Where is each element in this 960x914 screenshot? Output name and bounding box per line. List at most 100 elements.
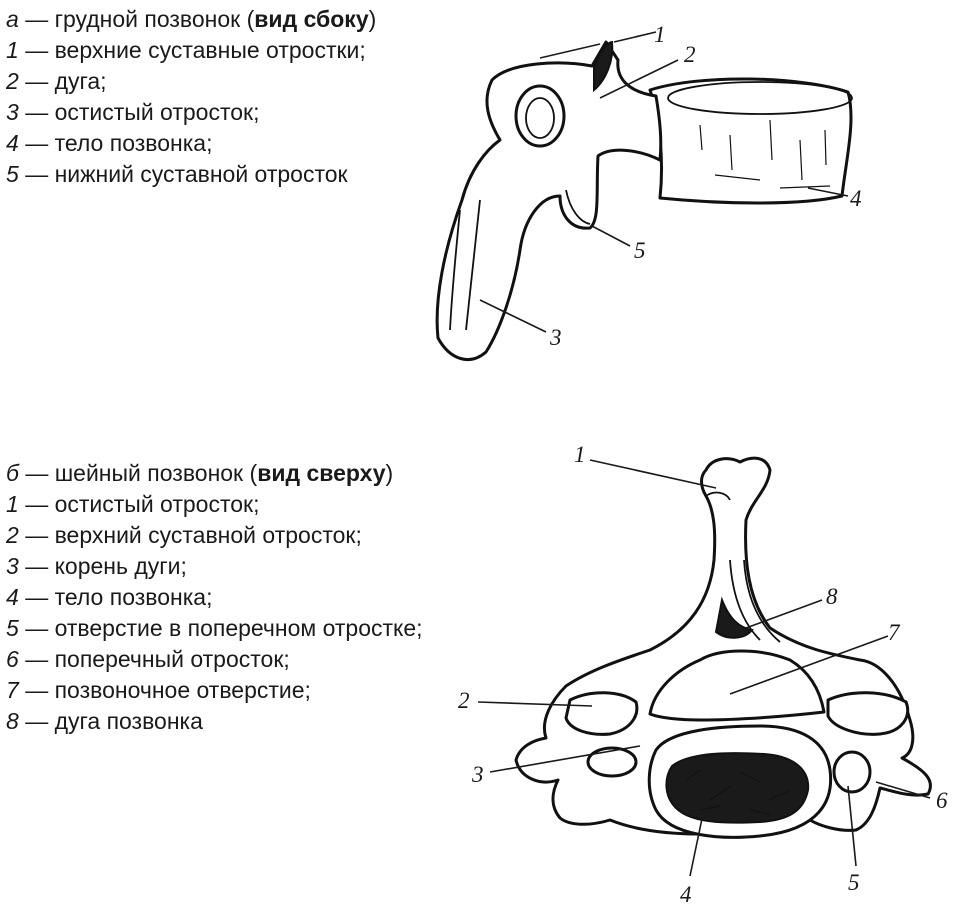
vertebral-arch: [435, 40, 663, 361]
superior-articular-process-right: [826, 691, 910, 736]
legend-item-text: остистый отросток;: [54, 491, 260, 517]
superior-articular-process-left: [564, 691, 639, 736]
leader-line: [489, 745, 641, 773]
callout-b-4: 4: [680, 882, 692, 907]
legend-item: 4 — тело позвонка;: [6, 128, 376, 159]
legend-item-text: верхние суставные отростки;: [54, 37, 366, 63]
legend-item: 3 — остистый отросток;: [6, 97, 376, 128]
vertebral-body-cancellous: [665, 752, 810, 824]
superior-articular-facet: [593, 40, 614, 93]
leader-line: [745, 599, 823, 629]
legend-item-text: позвоночное отверстие;: [54, 677, 311, 703]
legend-dash: —: [25, 646, 49, 672]
legend-dash: —: [25, 615, 49, 641]
legend-dash: —: [25, 522, 49, 548]
legend-item-num: 4: [6, 130, 19, 156]
legend-item: 7 — позвоночное отверстие;: [6, 675, 423, 706]
callout-a-5: 5: [634, 238, 646, 263]
legend-view: вид сверху: [257, 460, 386, 486]
legend-title-cervical: б — шейный позвонок (вид сверху): [6, 458, 423, 489]
legend-item-text: нижний суставной отросток: [54, 161, 348, 187]
legend-item: 8 — дуга позвонка: [6, 706, 423, 737]
legend-item-num: 2: [6, 68, 19, 94]
legend-cervical: б — шейный позвонок (вид сверху) 1 — ост…: [6, 458, 423, 737]
legend-paren-open: (: [249, 460, 258, 486]
callout-a-2: 2: [684, 42, 696, 67]
legend-item-text: дуга;: [54, 68, 107, 94]
callout-b-5: 5: [848, 870, 860, 895]
legend-item-text: поперечный отросток;: [54, 646, 290, 672]
legend-item-num: 2: [6, 522, 19, 548]
legend-thoracic: а — грудной позвонок (вид сбоку) 1 — вер…: [6, 4, 376, 190]
legend-item-text: дуга позвонка: [54, 708, 203, 734]
leader-line: [479, 299, 547, 333]
callout-b-1: 1: [574, 442, 586, 467]
spinous-process-tip: [705, 491, 731, 501]
legend-item-num: 1: [6, 37, 19, 63]
legend-item: 4 — тело позвонка;: [6, 582, 423, 613]
legend-title-thoracic: а — грудной позвонок (вид сбоку): [6, 4, 376, 35]
callout-a-1: 1: [654, 22, 666, 47]
legend-item: 1 — верхние суставные отростки;: [6, 35, 376, 66]
legend-item-num: 3: [6, 553, 19, 579]
legend-dash: —: [25, 37, 49, 63]
legend-item: 2 — дуга;: [6, 66, 376, 97]
leader-line: [729, 635, 889, 695]
leader-line: [539, 43, 601, 59]
legend-item-text: корень дуги;: [54, 553, 187, 579]
legend-dash: —: [25, 460, 49, 486]
legend-dash: —: [25, 6, 49, 32]
inferior-process-contour: [565, 189, 591, 225]
callout-b-2: 2: [458, 688, 470, 713]
legend-dash: —: [25, 553, 49, 579]
legend-dash: —: [25, 491, 49, 517]
thoracic-vertebra-drawing: 1 2 3 4 5: [435, 22, 862, 361]
leader-line: [847, 785, 857, 867]
transverse-foramen-right: [832, 750, 872, 794]
legend-paren-close: ): [385, 460, 394, 486]
vertebral-foramen: [648, 649, 826, 722]
legend-letter: б: [6, 460, 19, 486]
legend-dash: —: [25, 68, 49, 94]
legend-title-text: грудной позвонок: [54, 6, 241, 32]
legend-item-num: 1: [6, 491, 19, 517]
body-top-surface: [667, 81, 853, 115]
leader-line: [599, 59, 679, 99]
legend-item-num: 7: [6, 677, 19, 703]
vertebral-arch-line: [729, 559, 781, 643]
callout-b-8: 8: [826, 584, 838, 609]
legend-view: вид сбоку: [254, 6, 369, 32]
legend-item: 1 — остистый отросток;: [6, 489, 423, 520]
legend-dash: —: [25, 584, 49, 610]
legend-item: 6 — поперечный отросток;: [6, 644, 423, 675]
leader-line: [589, 459, 717, 489]
legend-title-text: шейный позвонок: [54, 460, 244, 486]
body-shading: [699, 119, 831, 189]
legend-item-num: 5: [6, 161, 19, 187]
leader-line: [875, 781, 931, 799]
leader-line: [689, 789, 709, 877]
callout-a-3: 3: [549, 325, 562, 350]
vertebral-body: [648, 77, 853, 205]
transverse-facet-inner: [525, 97, 555, 139]
leader-line: [613, 31, 657, 43]
legend-item-text: остистый отросток;: [54, 99, 260, 125]
legend-dash: —: [25, 708, 49, 734]
legend-dash: —: [25, 677, 49, 703]
legend-item-text: тело позвонка;: [54, 584, 213, 610]
leader-line: [477, 701, 593, 707]
arch-junction: [714, 596, 754, 639]
legend-dash: —: [25, 161, 49, 187]
legend-letter: а: [6, 6, 19, 32]
legend-paren-close: ): [368, 6, 377, 32]
legend-item-num: 5: [6, 615, 19, 641]
leader-line: [807, 187, 849, 197]
legend-dash: —: [25, 130, 49, 156]
callout-a-4: 4: [850, 186, 862, 211]
callout-b-7: 7: [888, 620, 901, 645]
callout-b-3: 3: [471, 762, 484, 787]
legend-item-text: отверстие в поперечном отростке;: [54, 615, 423, 641]
callout-b-6: 6: [936, 788, 948, 813]
legend-item-num: 3: [6, 99, 19, 125]
legend-item: 5 — нижний суставной отросток: [6, 159, 376, 190]
